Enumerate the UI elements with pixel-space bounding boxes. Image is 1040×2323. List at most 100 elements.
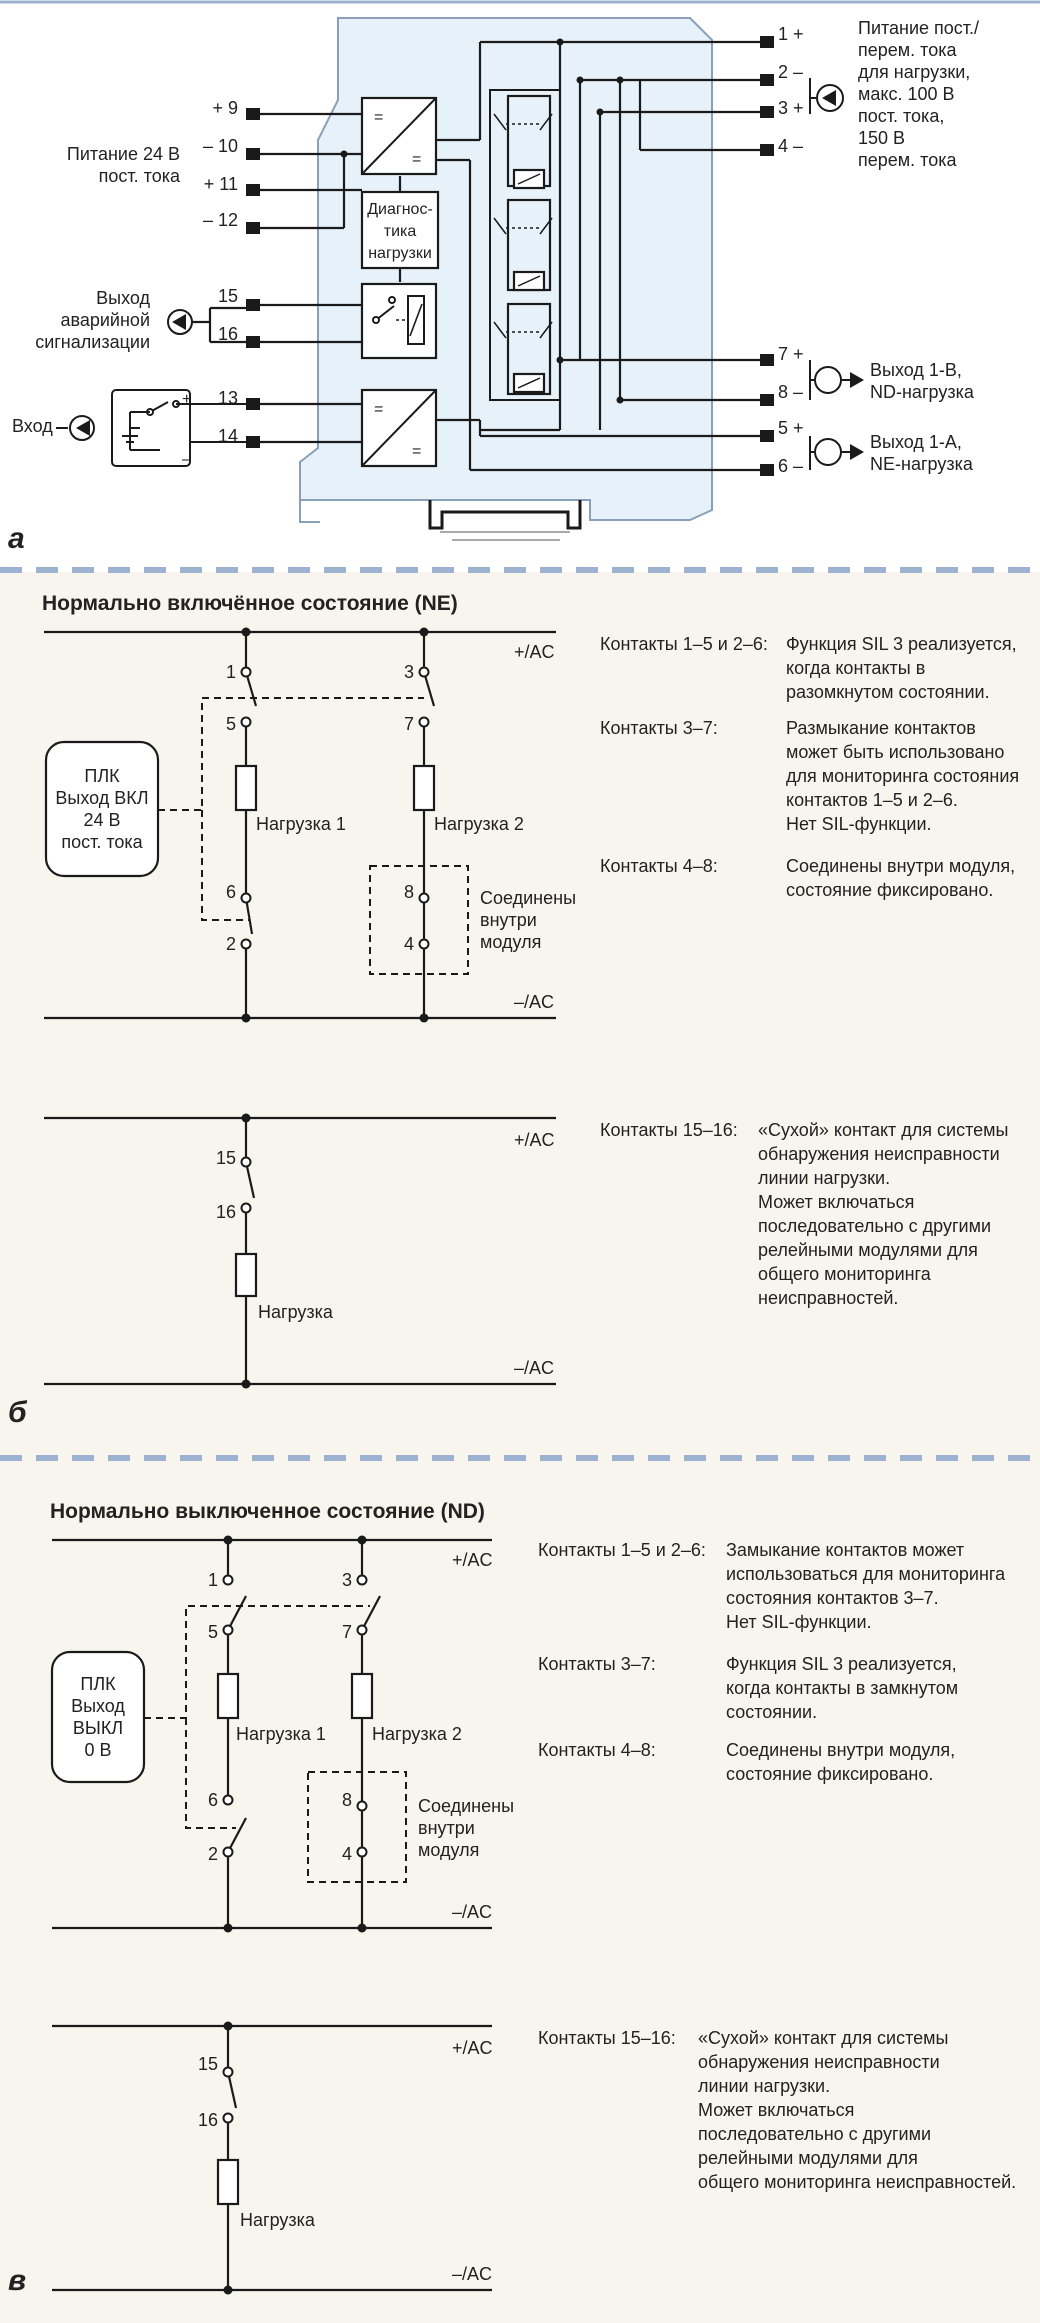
svg-text:2 –: 2 – <box>778 62 803 82</box>
svg-text:линии нагрузки.: линии нагрузки. <box>698 2076 830 2096</box>
svg-text:обнаружения неисправности: обнаружения неисправности <box>698 2052 940 2072</box>
schematic-background <box>0 572 1040 2323</box>
svg-text:Нагрузка: Нагрузка <box>240 2210 316 2230</box>
svg-text:6: 6 <box>226 882 236 902</box>
svg-text:состояние фиксировано.: состояние фиксировано. <box>726 1764 933 1784</box>
alarm-output-label: Выход <box>96 288 150 308</box>
svg-text:Соединены внутри модуля,: Соединены внутри модуля, <box>786 856 1015 876</box>
svg-text:«Сухой» контакт для системы: «Сухой» контакт для системы <box>758 1120 1008 1140</box>
svg-text:–/AC: –/AC <box>514 992 554 1012</box>
svg-text:разомкнутом состоянии.: разомкнутом состоянии. <box>786 682 990 702</box>
load-power-label: Питание пост./ <box>858 18 979 38</box>
plc-output-off <box>50 1650 146 1784</box>
svg-text:модуля: модуля <box>418 1840 479 1860</box>
svg-text:общего мониторинга неисправнос: общего мониторинга неисправностей. <box>698 2172 1016 2192</box>
svg-text:когда контакты в замкнутом: когда контакты в замкнутом <box>726 1678 958 1698</box>
svg-text:Контакты 1–5 и 2–6:: Контакты 1–5 и 2–6: <box>538 1540 706 1560</box>
svg-text:Может включаться: Может включаться <box>758 1192 914 1212</box>
alarm-output-arrow-icon <box>167 306 246 344</box>
svg-text:модуля: модуля <box>480 932 541 952</box>
svg-text:макс. 100 В: макс. 100 В <box>858 84 955 104</box>
internal-link-box <box>369 865 469 975</box>
svg-text:5: 5 <box>226 714 236 734</box>
svg-text:состояния контактов 3–7.: состояния контактов 3–7. <box>726 1588 939 1608</box>
svg-text:16: 16 <box>198 2110 218 2130</box>
svg-text:2: 2 <box>226 934 236 954</box>
panel-b-letter: б <box>8 1396 28 1429</box>
svg-text:пост. тока: пост. тока <box>61 832 143 852</box>
svg-text:когда контакты в: когда контакты в <box>786 658 925 678</box>
svg-text:Контакты 4–8:: Контакты 4–8: <box>538 1740 656 1760</box>
output-1b-label: Выход 1-B, <box>870 360 962 380</box>
svg-text:Нет SIL-функции.: Нет SIL-функции. <box>726 1612 872 1632</box>
panel-a-letter: а <box>8 522 25 555</box>
svg-text:7: 7 <box>342 1622 352 1642</box>
svg-text:Замыкание контактов может: Замыкание контактов может <box>726 1540 964 1560</box>
input-switch-icon: + – <box>56 389 246 468</box>
right-terminals <box>760 36 774 476</box>
svg-text:обнаружения неисправности: обнаружения неисправности <box>758 1144 1000 1164</box>
svg-text:8: 8 <box>404 882 414 902</box>
svg-text:+/AC: +/AC <box>452 2038 493 2058</box>
svg-text:3: 3 <box>404 662 414 682</box>
svg-text:«Сухой» контакт для системы: «Сухой» контакт для системы <box>698 2028 948 2048</box>
svg-text:Контакты 3–7:: Контакты 3–7: <box>538 1654 656 1674</box>
svg-text:4: 4 <box>342 1844 352 1864</box>
svg-text:Нагрузка 2: Нагрузка 2 <box>372 1724 462 1744</box>
alarm-load <box>234 1252 258 1298</box>
load-power-input-icon <box>809 78 844 114</box>
output-1b-arrow-icon <box>809 360 864 400</box>
svg-text:ПЛК: ПЛК <box>84 766 120 786</box>
svg-text:Контакты 1–5 и 2–6:: Контакты 1–5 и 2–6: <box>600 634 768 654</box>
svg-text:Нет SIL-функции.: Нет SIL-функции. <box>786 814 932 834</box>
svg-text:15: 15 <box>216 1148 236 1168</box>
svg-text:15: 15 <box>218 286 238 306</box>
load-1-nd <box>216 1672 240 1720</box>
svg-text:=: = <box>412 151 421 168</box>
internal-link-box-nd <box>307 1771 407 1883</box>
svg-text:16: 16 <box>216 1202 236 1222</box>
svg-text:8: 8 <box>342 1790 352 1810</box>
svg-text:150 В: 150 В <box>858 128 905 148</box>
svg-text:4: 4 <box>404 934 414 954</box>
supply-24v-label: Питание 24 В <box>67 144 180 164</box>
svg-text:последовательно с другими: последовательно с другими <box>758 1216 991 1236</box>
svg-text:1: 1 <box>208 1570 218 1590</box>
svg-text:– 10: – 10 <box>203 136 238 156</box>
svg-text:Нагрузка 1: Нагрузка 1 <box>256 814 346 834</box>
svg-text:16: 16 <box>218 324 238 344</box>
svg-text:аварийной: аварийной <box>60 310 150 330</box>
svg-text:Нагрузка: Нагрузка <box>258 1302 334 1322</box>
svg-text:нагрузки: нагрузки <box>368 245 432 262</box>
svg-text:Соединены внутри модуля,: Соединены внутри модуля, <box>726 1740 955 1760</box>
load-2-nd <box>350 1672 374 1720</box>
panel-c-nd-schematic: Нормально выключенное состояние (ND) +/A… <box>8 1500 1016 2297</box>
svg-text:тика: тика <box>384 223 417 240</box>
svg-text:для нагрузки,: для нагрузки, <box>858 62 970 82</box>
svg-text:пост. тока,: пост. тока, <box>858 106 944 126</box>
svg-text:–/AC: –/AC <box>452 2264 492 2284</box>
svg-text:6 –: 6 – <box>778 456 803 476</box>
svg-text:=: = <box>412 443 421 460</box>
svg-text:для мониторинга состояния: для мониторинга состояния <box>786 766 1019 786</box>
load-2 <box>412 764 436 812</box>
panel-c-letter: в <box>8 2264 26 2297</box>
svg-text:2: 2 <box>208 1844 218 1864</box>
svg-text:общего мониторинга: общего мониторинга <box>758 1264 932 1284</box>
svg-text:состояние фиксировано.: состояние фиксировано. <box>786 880 993 900</box>
svg-text:8 –: 8 – <box>778 382 803 402</box>
svg-text:ПЛК: ПЛК <box>80 1674 116 1694</box>
svg-text:3: 3 <box>342 1570 352 1590</box>
svg-text:пост. тока: пост. тока <box>99 166 181 186</box>
panel-c-title: Нормально выключенное состояние (ND) <box>50 1500 485 1523</box>
svg-text:NE-нагрузка: NE-нагрузка <box>870 454 974 474</box>
svg-text:Может включаться: Может включаться <box>698 2100 854 2120</box>
svg-text:4 –: 4 – <box>778 136 803 156</box>
svg-text:контактов 1–5 и 2–6.: контактов 1–5 и 2–6. <box>786 790 958 810</box>
svg-text:релейными модулями для: релейными модулями для <box>758 1240 978 1260</box>
load-1 <box>234 764 258 812</box>
svg-text:Соединены: Соединены <box>480 888 576 908</box>
svg-text:Контакты 15–16:: Контакты 15–16: <box>600 1120 738 1140</box>
left-terminals <box>246 108 260 448</box>
svg-text:– 12: – 12 <box>203 210 238 230</box>
